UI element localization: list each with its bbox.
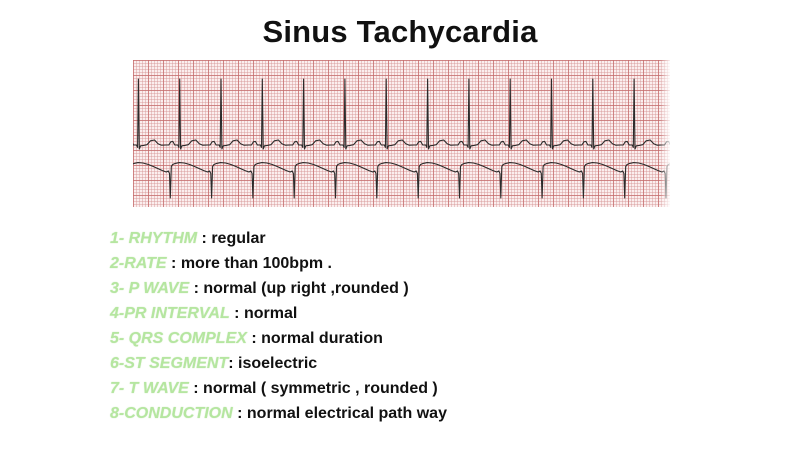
findings-list: 1- RHYTHM : regular 2-RATE : more than 1… <box>110 226 770 426</box>
ecg-trace <box>133 78 670 199</box>
finding-value-rate: more than 100bpm . <box>180 255 332 272</box>
finding-row-2: 2-RATE : more than 100bpm . <box>110 251 770 276</box>
finding-label-pr-interval: 4-PR INTERVAL <box>110 305 230 322</box>
finding-value-p-wave: normal (up right ,rounded ) <box>203 280 409 297</box>
finding-separator: : <box>189 280 204 297</box>
finding-separator: : <box>246 330 262 347</box>
finding-label-qrs-complex: 5- QRS COMPLEX <box>110 330 247 347</box>
finding-separator: : <box>197 230 212 247</box>
finding-separator: : <box>232 405 247 422</box>
finding-row-4: 4-PR INTERVAL : normal <box>110 301 770 326</box>
finding-label-conduction: 8-CONDUCTION <box>110 405 233 422</box>
finding-row-6: 6-ST SEGMENT: isoelectric <box>110 351 770 376</box>
ecg-strip <box>133 60 670 207</box>
finding-row-7: 7- T WAVE : normal ( symmetric , rounded… <box>110 376 770 401</box>
ecg-right-fade <box>660 60 670 207</box>
page-title: Sinus Tachycardia <box>262 14 538 49</box>
finding-label-st-segment: 6-ST SEGMENT <box>110 355 229 372</box>
finding-row-1: 1- RHYTHM : regular <box>110 226 770 251</box>
upper-lead <box>133 78 670 150</box>
finding-value-qrs-complex: normal duration <box>261 330 383 347</box>
finding-separator: : <box>228 355 239 372</box>
finding-label-p-wave: 3- P WAVE <box>110 280 190 297</box>
finding-value-conduction: normal electrical path way <box>246 405 447 422</box>
finding-separator: : <box>229 305 244 322</box>
finding-label-rate: 2-RATE <box>110 255 167 272</box>
finding-value-t-wave: normal ( symmetric , rounded ) <box>203 380 438 397</box>
finding-label-t-wave: 7- T WAVE <box>110 380 189 397</box>
finding-separator: : <box>188 380 204 397</box>
finding-row-5: 5- QRS COMPLEX : normal duration <box>110 326 770 351</box>
lower-lead <box>133 162 670 199</box>
finding-label-rhythm: 1- RHYTHM <box>110 230 198 247</box>
finding-row-8: 8-CONDUCTION : normal electrical path wa… <box>110 401 770 426</box>
finding-row-3: 3- P WAVE : normal (up right ,rounded ) <box>110 276 770 301</box>
finding-value-st-segment: isoelectric <box>238 355 318 372</box>
finding-value-pr-interval: normal <box>243 305 298 322</box>
finding-separator: : <box>166 255 181 272</box>
finding-value-rhythm: regular <box>211 230 266 247</box>
